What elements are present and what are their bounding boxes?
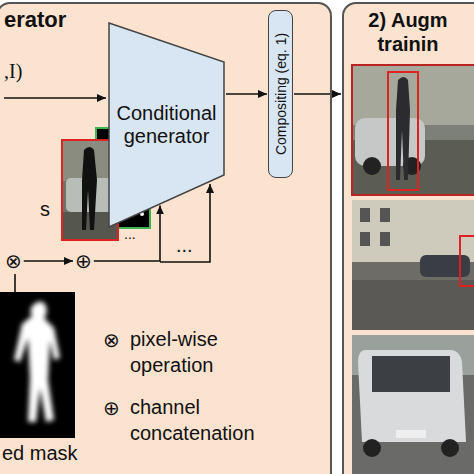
- wire: [14, 274, 16, 292]
- svg-part: [358, 350, 466, 442]
- street-photo: [352, 200, 474, 330]
- svg-part: [352, 200, 474, 262]
- svg-part: [396, 77, 410, 180]
- svg-part: [0, 292, 75, 438]
- svg-part: [82, 147, 97, 230]
- legend-text: channel concatenation: [130, 394, 280, 446]
- svg-part: [352, 280, 474, 330]
- text-label: ...: [124, 226, 136, 242]
- svg-part: [352, 65, 474, 195]
- legend-symbol: ⊕: [103, 395, 120, 421]
- street-photo: [352, 65, 474, 195]
- svg-part: [380, 232, 390, 246]
- svg-part: [363, 439, 381, 457]
- flow-arrow: [294, 93, 341, 95]
- svg-part: [352, 200, 474, 330]
- node-label: Conditional generator: [111, 102, 223, 148]
- node-label: Compositing (eq. 1): [273, 33, 289, 155]
- panel-fill: [342, 2, 474, 474]
- operator-symbol: ⊗: [5, 249, 22, 273]
- svg-part: [460, 236, 474, 286]
- panel-title: 2) Augm trainin: [358, 8, 458, 56]
- concat-symbol: ⊕: [74, 250, 93, 272]
- svg-part: [396, 430, 426, 438]
- multiply-symbol: ⊗: [4, 250, 23, 272]
- svg-part: [420, 255, 470, 277]
- training-panel: 2) Augm trainin: [342, 2, 474, 474]
- trapezoid-shape: [109, 23, 224, 227]
- text-label: ...: [176, 232, 193, 258]
- svg-part: [372, 356, 450, 392]
- street-photo: [352, 335, 474, 474]
- svg-part: [360, 232, 370, 246]
- mask-image: [0, 292, 75, 438]
- svg-part: [441, 439, 459, 457]
- svg-part: [352, 65, 474, 195]
- compositing-box: Compositing (eq. 1): [268, 10, 293, 178]
- flow-arrow: [226, 93, 267, 95]
- svg-part: [380, 208, 390, 222]
- operator-symbol: ⊕: [75, 249, 92, 273]
- legend-text: pixel-wise operation: [130, 326, 265, 378]
- svg-part: [363, 157, 381, 175]
- svg-part: [14, 301, 60, 422]
- panel-fill: [0, 2, 332, 474]
- text-label: s: [40, 196, 50, 222]
- generator-trapezoid: Conditional generator: [108, 22, 225, 228]
- svg-part: [352, 65, 474, 125]
- svg-part: [360, 208, 370, 222]
- input-arrow: [4, 97, 106, 99]
- text-label: ed mask: [2, 440, 78, 466]
- text-label: ,I): [4, 58, 22, 84]
- legend-symbol: ⊗: [103, 327, 120, 353]
- svg-part: [388, 72, 418, 190]
- panel-title: erator: [4, 8, 66, 32]
- flow-arrow: [24, 260, 73, 262]
- svg-part: [352, 335, 474, 474]
